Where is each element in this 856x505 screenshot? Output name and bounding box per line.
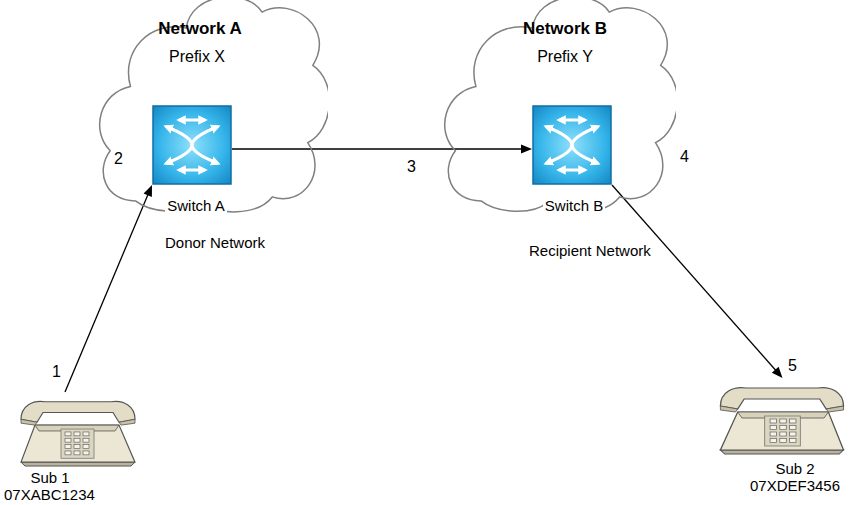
network-cloud: Network B Prefix Y Switch BRecipient Netwo… <box>440 0 676 216</box>
callout-number: 2 <box>112 150 125 168</box>
switch-node: Switch ADonor Network <box>152 105 232 185</box>
connector-line <box>612 185 777 371</box>
telephone-icon <box>15 392 140 468</box>
switch-icon <box>152 105 232 185</box>
arrowhead <box>521 145 532 154</box>
telephone-node: Sub 207XDEF3456 <box>715 378 850 456</box>
switch-node: Switch BRecipient Network <box>532 105 612 185</box>
callout-number: 4 <box>678 148 691 166</box>
node-title: Network A <box>156 20 243 37</box>
connector-line <box>65 193 149 392</box>
telephone-icon <box>715 378 850 456</box>
callout-number: 5 <box>786 357 799 375</box>
node-subtitle: Prefix X <box>167 48 227 65</box>
node-subtitle: 07XDEF3456 <box>748 477 842 494</box>
arrowhead <box>772 367 783 378</box>
node-title: Sub 1 <box>28 469 71 486</box>
node-title: Sub 2 <box>773 460 816 477</box>
connector-line <box>232 148 523 149</box>
callout-number: 1 <box>50 363 63 381</box>
telephone-node: Sub 107XABC1234 <box>15 392 140 468</box>
node-subtitle: Donor Network <box>163 234 267 251</box>
node-subtitle: Recipient Network <box>527 242 653 259</box>
switch-icon <box>532 105 612 185</box>
connector-arrow <box>65 185 152 392</box>
connector-arrow <box>612 185 783 378</box>
cloud-path <box>100 0 328 212</box>
node-title: Network B <box>521 20 609 37</box>
connector-arrow <box>232 145 532 154</box>
node-title: Switch A <box>165 197 227 214</box>
network-cloud: Network A Prefix X Switch ADonor Network <box>95 0 328 216</box>
arrowhead <box>144 185 152 197</box>
callout-number: 3 <box>405 158 418 176</box>
cloud-path <box>445 0 676 212</box>
node-subtitle: Prefix Y <box>535 48 595 65</box>
node-subtitle: 07XABC1234 <box>2 486 97 503</box>
node-title: Switch B <box>543 197 605 214</box>
